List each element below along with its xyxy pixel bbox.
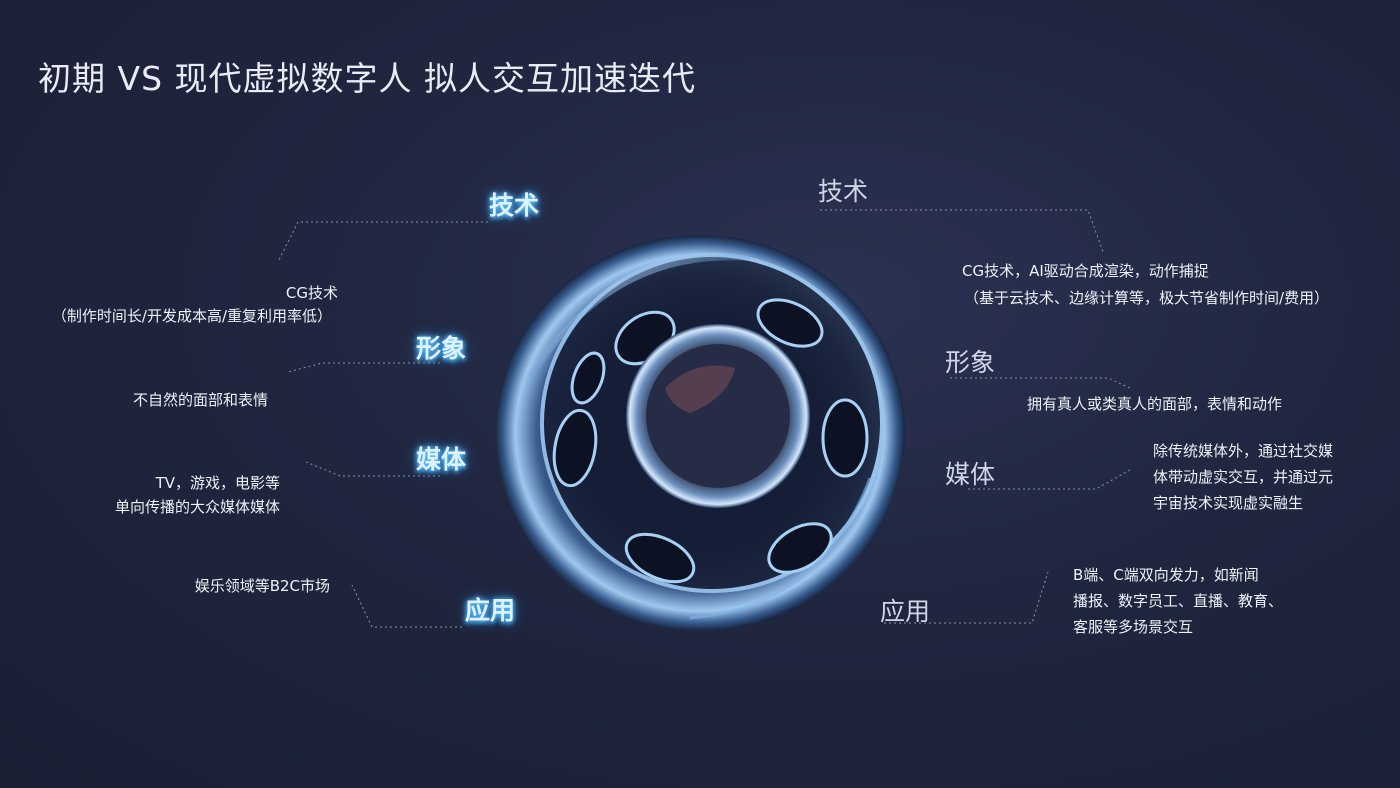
connector-early-tech (277, 221, 488, 263)
modern-media-label: 媒体 (945, 460, 996, 489)
connector-early-media (305, 461, 440, 477)
modern-media-desc-1: 除传统媒体外，通过社交媒 (1153, 442, 1334, 460)
connector-modern-image (950, 377, 1131, 389)
modern-image-desc: 拥有真人或类真人的面部，表情和动作 (1027, 395, 1283, 413)
early-app-label: 应用 (465, 596, 516, 625)
modern-image-label: 形象 (945, 348, 996, 377)
early-tech-desc-2: （制作时间长/开发成本高/重复利用率低） (51, 307, 332, 325)
modern-media-desc-2: 体带动虚实交互，并通过元 (1153, 468, 1334, 486)
modern-tech-desc-1: CG技术，AI驱动合成渲染，动作捕捉 (962, 262, 1209, 280)
page-title: 初期 VS 现代虚拟数字人 拟人交互加速迭代 (38, 59, 696, 98)
early-app-desc: 娱乐领域等B2C市场 (194, 577, 330, 595)
connector-early-image (287, 362, 440, 373)
early-media-label: 媒体 (416, 445, 467, 474)
modern-app-label: 应用 (880, 597, 931, 626)
modern-app-desc-1: B端、C端双向发力，如新闻 (1073, 566, 1259, 584)
connector-early-app (351, 584, 462, 628)
modern-app-desc-3: 客服等多场景交互 (1073, 618, 1194, 636)
early-tech-label: 技术 (489, 191, 540, 220)
early-image-label: 形象 (416, 334, 467, 363)
glass-ring-icon (495, 235, 905, 631)
early-media-desc-1: TV，游戏，电影等 (155, 474, 280, 492)
modern-tech-desc-2: （基于云技术、边缘计算等，极大节省制作时间/费用） (964, 289, 1330, 307)
early-tech-desc-1: CG技术 (285, 284, 338, 302)
modern-app-desc-2: 播报、数字员工、直播、教育、 (1073, 592, 1284, 610)
modern-media-desc-3: 宇宙技术实现虚实融生 (1153, 494, 1304, 512)
modern-tech-label: 技术 (818, 177, 869, 206)
early-media-desc-2: 单向传播的大众媒体媒体 (114, 498, 280, 516)
early-image-desc: 不自然的面部和表情 (132, 391, 268, 409)
